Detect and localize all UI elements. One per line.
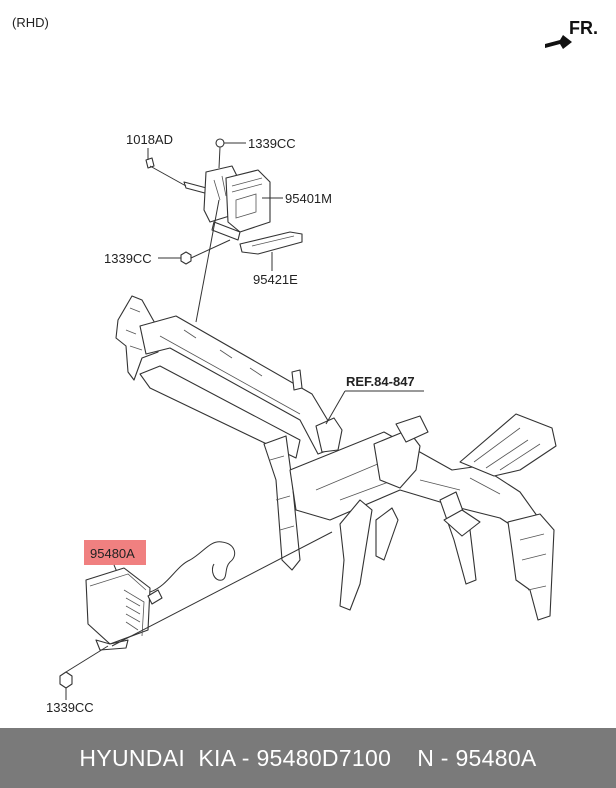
part-label-95401m: 95401M (285, 191, 332, 206)
highlighted-part-badge (84, 540, 146, 565)
front-direction-label: FR. (569, 18, 598, 38)
part-label-1339cc-bottom: 1339CC (46, 700, 94, 715)
part-label-1018ad: 1018AD (126, 132, 173, 147)
part-label-1339cc-mid: 1339CC (104, 251, 152, 266)
exploded-parts-diagram: (RHD) FR. (12, 15, 598, 715)
footer-diagram-reference: N - 95480A (417, 744, 537, 771)
cowl-cross-member-frame-drawing (115, 295, 557, 621)
footer-oem-number: HYUNDAI KIA - 95480D7100 (79, 744, 392, 771)
variant-label: (RHD) (12, 15, 49, 30)
part-label-95480a: 95480A (90, 546, 135, 561)
footer-part-number-bar: HYUNDAI KIA - 95480D7100 N - 95480A (0, 728, 616, 788)
part-label-95421e: 95421E (253, 272, 298, 287)
module-95401m-drawing (145, 138, 271, 323)
module-95480a-drawing (59, 531, 333, 689)
part-label-1339cc-top: 1339CC (248, 136, 296, 151)
reference-label: REF.84-847 (346, 374, 415, 389)
bracket-95421e-drawing (239, 231, 303, 255)
front-direction-arrow-icon (545, 35, 572, 49)
